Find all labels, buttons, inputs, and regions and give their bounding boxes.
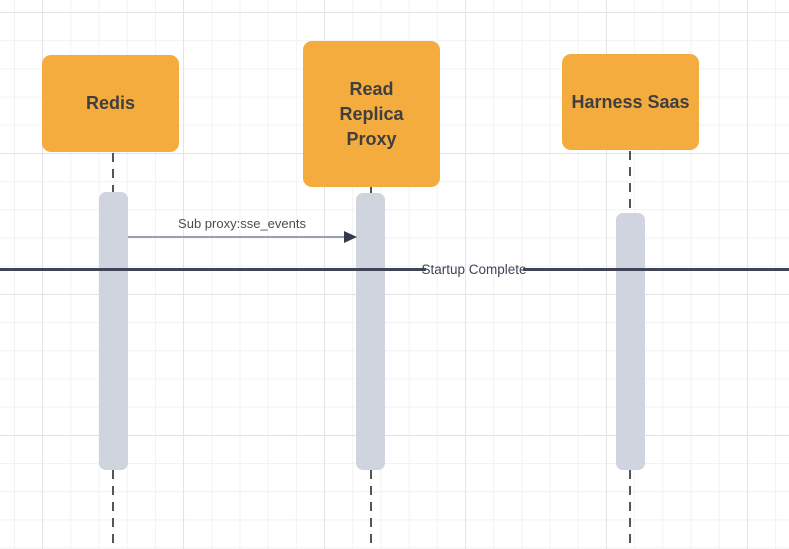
actor-label-harness-saas: Harness Saas: [571, 91, 690, 112]
actor-label-read-replica-proxy: Read Replica Proxy: [339, 78, 404, 149]
lifeline-proxy-upper: [370, 187, 372, 193]
actor-box-read-replica-proxy[interactable]: Read Replica Proxy: [303, 41, 440, 187]
actor-box-harness-saas[interactable]: Harness Saas: [562, 54, 699, 150]
message-arrowhead-icon: [344, 231, 357, 243]
actor-label-redis: Redis: [85, 93, 136, 113]
divider-line-right[interactable]: [523, 268, 789, 271]
activation-bar-redis[interactable]: [99, 192, 128, 470]
divider-label[interactable]: Startup Complete: [421, 262, 527, 277]
activation-bar-proxy[interactable]: [356, 193, 385, 470]
lifeline-harness-upper: [629, 151, 631, 213]
divider-line-left[interactable]: [0, 268, 426, 271]
actor-box-redis[interactable]: Redis: [42, 55, 179, 152]
lifeline-redis-lower: [112, 470, 114, 549]
lifeline-harness-lower: [629, 470, 631, 549]
lifeline-proxy-lower: [370, 470, 372, 549]
message-label[interactable]: Sub proxy:sse_events: [178, 216, 306, 231]
message-arrow-line[interactable]: [128, 236, 346, 238]
lifeline-redis-upper: [112, 153, 114, 192]
activation-bar-harness[interactable]: [616, 213, 645, 470]
